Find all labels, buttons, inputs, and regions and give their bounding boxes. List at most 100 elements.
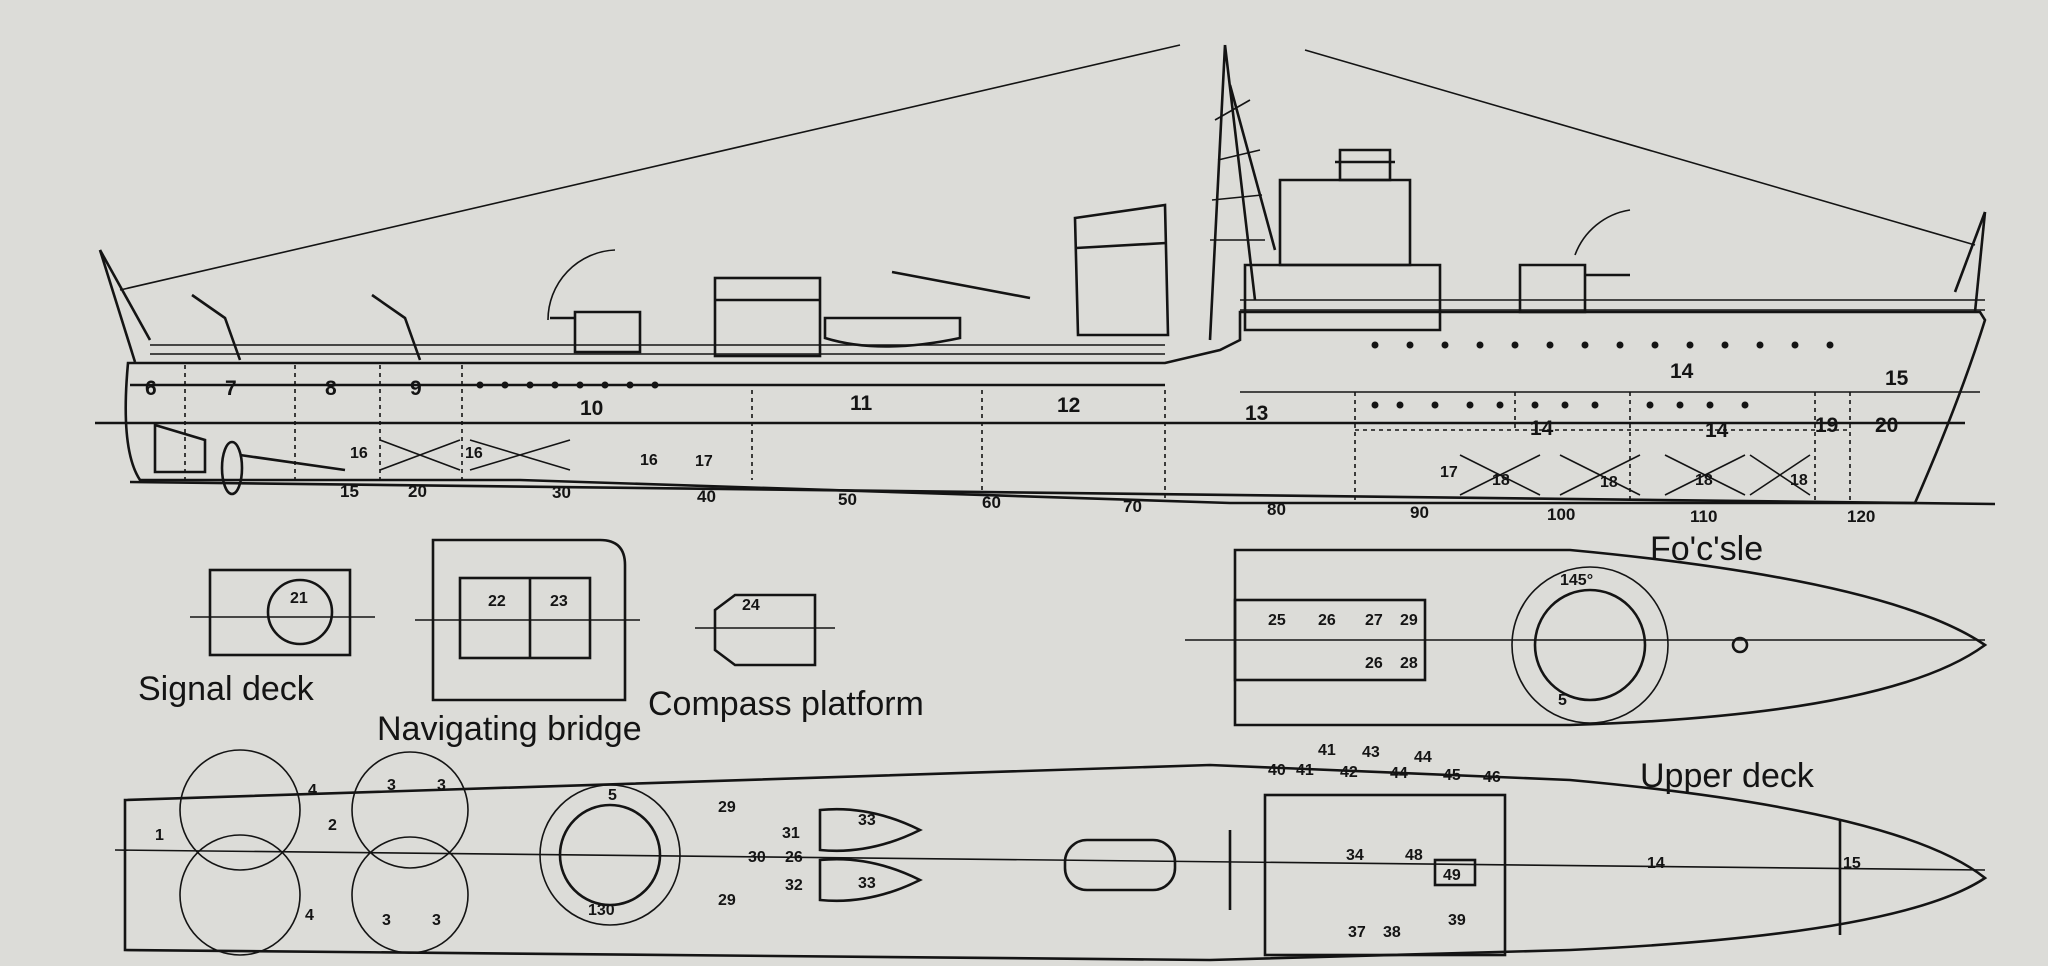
magazine-crosses [379, 439, 1811, 496]
focsle-plan: 25 26 27 29 26 28 5 145° Fo'c'sle [1185, 530, 1988, 727]
mast-lattice [1210, 99, 1265, 241]
comp-7: 7 [225, 377, 237, 400]
ud-49: 49 [1443, 867, 1461, 884]
focsle-house [1233, 598, 1427, 682]
ud-26: 26 [785, 849, 803, 866]
focsle-5: 5 [1558, 692, 1567, 709]
ud-29a: 29 [718, 799, 736, 816]
comp-14b: 14 [1530, 417, 1554, 440]
tripod-mast [1208, 44, 1277, 341]
caption-navigating-bridge: Navigating bridge [377, 710, 642, 748]
frame-80: 80 [1267, 500, 1286, 519]
ud-5: 5 [608, 787, 617, 804]
ud-42: 42 [1340, 764, 1358, 781]
bridge-levels: 21 Signal deck 22 23 Navigating bridge 2… [138, 538, 924, 748]
davit-2 [371, 293, 422, 361]
comp-10: 10 [580, 397, 603, 420]
boat-derrick [891, 270, 1031, 300]
bulkheads [184, 365, 1851, 500]
tt-arc-2 [179, 834, 301, 956]
rail-fore [1240, 299, 1985, 311]
caption-compass-platform: Compass platform [648, 685, 924, 723]
ud-14: 14 [1647, 855, 1665, 872]
ud-15: 15 [1843, 855, 1861, 872]
ud-41b: 41 [1318, 742, 1336, 759]
compass-outline [713, 593, 817, 667]
ud-48: 48 [1405, 847, 1423, 864]
aerial-aft [1304, 49, 1976, 246]
label-22: 22 [488, 593, 506, 610]
davit-1 [191, 293, 242, 361]
ud-4a: 4 [308, 782, 317, 799]
ud-46: 46 [1483, 769, 1501, 786]
frame-120: 120 [1847, 507, 1875, 526]
frame-30: 30 [552, 483, 571, 502]
deckhouse [1263, 793, 1507, 957]
focsle-26b: 26 [1365, 655, 1383, 672]
frame-scale: 15 20 30 40 50 60 70 80 90 100 110 120 [340, 482, 1875, 526]
frame-15: 15 [340, 482, 359, 501]
upper-deck-outline [123, 763, 1988, 962]
comp-16b: 16 [465, 445, 483, 462]
scuttles [476, 341, 1834, 409]
frame-110: 110 [1690, 507, 1717, 526]
focsle-26a: 26 [1318, 612, 1336, 629]
comp-17a: 17 [695, 453, 713, 470]
frame-20: 20 [408, 482, 427, 501]
ud-45: 45 [1443, 767, 1461, 784]
ud-43: 43 [1362, 744, 1380, 761]
comp-16c: 16 [640, 452, 658, 469]
label-23: 23 [550, 593, 568, 610]
funnel-band [1075, 241, 1167, 250]
comp-15: 15 [1885, 367, 1909, 390]
focsle-28: 28 [1400, 655, 1418, 672]
ud-34: 34 [1346, 847, 1364, 864]
upper-gun-arc [539, 784, 681, 926]
tt-arc-3 [351, 751, 469, 869]
comp-8: 8 [325, 377, 337, 400]
focsle-gun-ring [1533, 588, 1647, 702]
frame-40: 40 [697, 487, 716, 506]
ud-41a: 41 [1296, 762, 1314, 779]
signal-deck-circle [266, 578, 334, 646]
comp-18a: 18 [1492, 472, 1510, 489]
caption-upper-deck: Upper deck [1640, 757, 1815, 795]
ud-39: 39 [1448, 912, 1466, 929]
ud-44a: 44 [1390, 765, 1408, 782]
focsle-145: 145° [1560, 572, 1593, 589]
prop-shaft [239, 453, 346, 472]
comp-6: 6 [145, 377, 157, 400]
label-21: 21 [290, 590, 308, 607]
comp-17b: 17 [1440, 464, 1458, 481]
comp-14c: 14 [1705, 419, 1729, 442]
comp-12: 12 [1057, 394, 1080, 417]
ud-3d: 3 [432, 912, 441, 929]
frame-90: 90 [1410, 503, 1429, 522]
bridge-upper [1278, 178, 1412, 267]
bow-staff [1973, 211, 1987, 313]
propeller [220, 440, 244, 496]
nav-bridge-outline [431, 538, 627, 702]
nav-bridge-house [458, 576, 592, 660]
stern-staff-brace [98, 249, 152, 341]
upper-gun-ring [558, 803, 662, 907]
bridge-block [1243, 263, 1442, 332]
ud-130: 130 [588, 902, 615, 919]
comp-18d: 18 [1790, 472, 1808, 489]
ud-40: 40 [1268, 762, 1286, 779]
focsle-25: 25 [1268, 612, 1286, 629]
comp-13: 13 [1245, 402, 1268, 425]
comp-11: 11 [850, 392, 873, 415]
after-gun-arc [547, 249, 616, 321]
upper-deck-axis [114, 849, 1986, 871]
keel-line [129, 480, 1996, 506]
comp-16a: 16 [350, 445, 368, 462]
tt-mount-1 [818, 807, 923, 853]
ud-4b: 4 [305, 907, 314, 924]
fore-gun [1518, 263, 1630, 314]
fore-gun-arc [1574, 209, 1631, 256]
rudder [153, 423, 207, 474]
comp-14a: 14 [1670, 360, 1694, 383]
